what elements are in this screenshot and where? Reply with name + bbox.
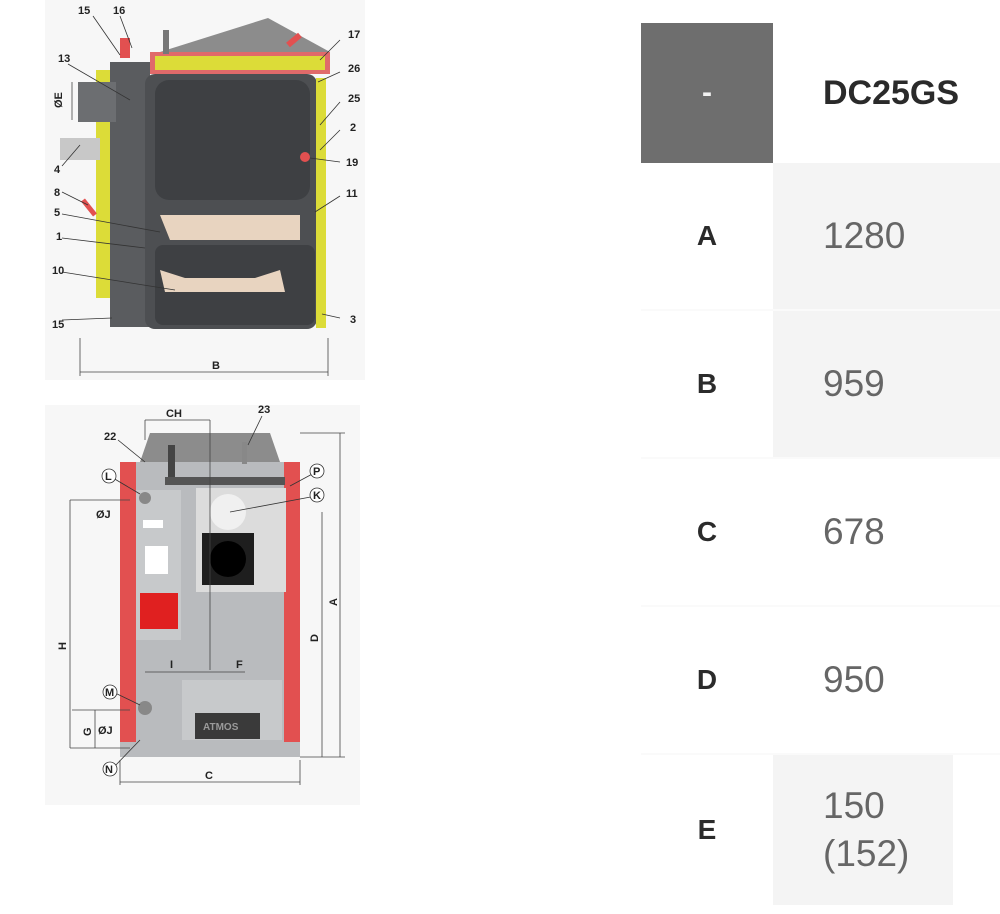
table-row: D 950 bbox=[641, 607, 1000, 753]
callout: 26 bbox=[348, 63, 360, 75]
callout: 8 bbox=[54, 187, 60, 199]
section-callouts: 15 16 17 13 26 25 2 19 4 8 11 5 1 10 15 … bbox=[52, 5, 360, 331]
table-row: E 150 (152) bbox=[641, 755, 1000, 905]
row-value: 950 bbox=[823, 659, 885, 700]
dim-label-j-top: ØJ bbox=[96, 509, 111, 521]
dim-label-d: D bbox=[309, 634, 321, 642]
callout: 16 bbox=[113, 5, 125, 17]
dim-label-h: H bbox=[57, 642, 69, 650]
marker-k bbox=[309, 487, 325, 503]
row-value: 959 bbox=[773, 311, 1000, 457]
marker-l bbox=[101, 468, 117, 484]
table-row: C 678 bbox=[641, 459, 1000, 605]
dim-label-j-bottom: ØJ bbox=[98, 725, 113, 737]
dim-label-f: F bbox=[236, 659, 243, 671]
callout: 4 bbox=[54, 164, 61, 176]
table-header-row: - DC25GS bbox=[641, 23, 1000, 163]
header-model-cell: DC25GS bbox=[823, 74, 960, 112]
dim-label-g: G bbox=[82, 727, 94, 736]
callout: 22 bbox=[104, 431, 116, 443]
callout: 11 bbox=[346, 188, 358, 200]
callout: 5 bbox=[54, 207, 60, 219]
brand-plate: ATMOS bbox=[203, 722, 239, 733]
row-key: B bbox=[696, 368, 718, 399]
callout: 17 bbox=[348, 29, 360, 41]
dim-label-b: B bbox=[212, 360, 220, 372]
callout: 1 bbox=[56, 231, 62, 243]
dim-label-e: ØE bbox=[53, 92, 65, 108]
marker-p bbox=[309, 463, 325, 479]
marker-label-k: K bbox=[313, 490, 321, 502]
boiler-diagram: 15 16 17 13 26 25 2 19 4 8 11 5 1 10 15 … bbox=[52, 5, 361, 785]
callout: 2 bbox=[350, 122, 356, 134]
row-key: D bbox=[696, 664, 718, 695]
callout: 19 bbox=[346, 157, 358, 169]
header-key-cell: - bbox=[641, 23, 773, 163]
section-leaders bbox=[61, 15, 341, 321]
dim-label-a: A bbox=[328, 598, 340, 606]
row-key: A bbox=[696, 220, 718, 251]
row-value: 1280 bbox=[773, 163, 1000, 309]
callout: 15 bbox=[78, 5, 90, 17]
marker-label-m: M bbox=[105, 687, 114, 699]
front-labels: CH 23 22 L P K M N ØJ ØJ H A D I F G C bbox=[57, 404, 340, 782]
marker-m bbox=[102, 684, 118, 700]
callout: 25 bbox=[348, 93, 360, 105]
front-dimensions bbox=[69, 415, 345, 785]
row-key: E bbox=[697, 814, 717, 845]
callout: 13 bbox=[58, 53, 70, 65]
dim-label-c: C bbox=[205, 770, 213, 782]
marker-label-n: N bbox=[105, 764, 113, 776]
section-dimensions: B ØE bbox=[53, 82, 329, 376]
callout: 3 bbox=[350, 314, 356, 326]
callout: 15 bbox=[52, 319, 64, 331]
marker-label-l: L bbox=[105, 471, 112, 483]
table-row: B 959 bbox=[641, 311, 1000, 457]
row-value: 150 (152) bbox=[773, 755, 953, 905]
callout: 10 bbox=[52, 265, 64, 277]
dim-label-i: I bbox=[170, 659, 173, 671]
callout: 23 bbox=[258, 404, 270, 416]
table-row: A 1280 bbox=[641, 163, 1000, 309]
dimensions-table: - DC25GS A 1280 B 959 C 678 D 950 E 150 … bbox=[641, 23, 1000, 905]
row-value: 678 bbox=[823, 511, 885, 552]
dim-label-ch: CH bbox=[166, 408, 182, 420]
row-key: C bbox=[696, 516, 718, 547]
marker-n bbox=[102, 761, 118, 777]
marker-label-p: P bbox=[313, 466, 320, 478]
